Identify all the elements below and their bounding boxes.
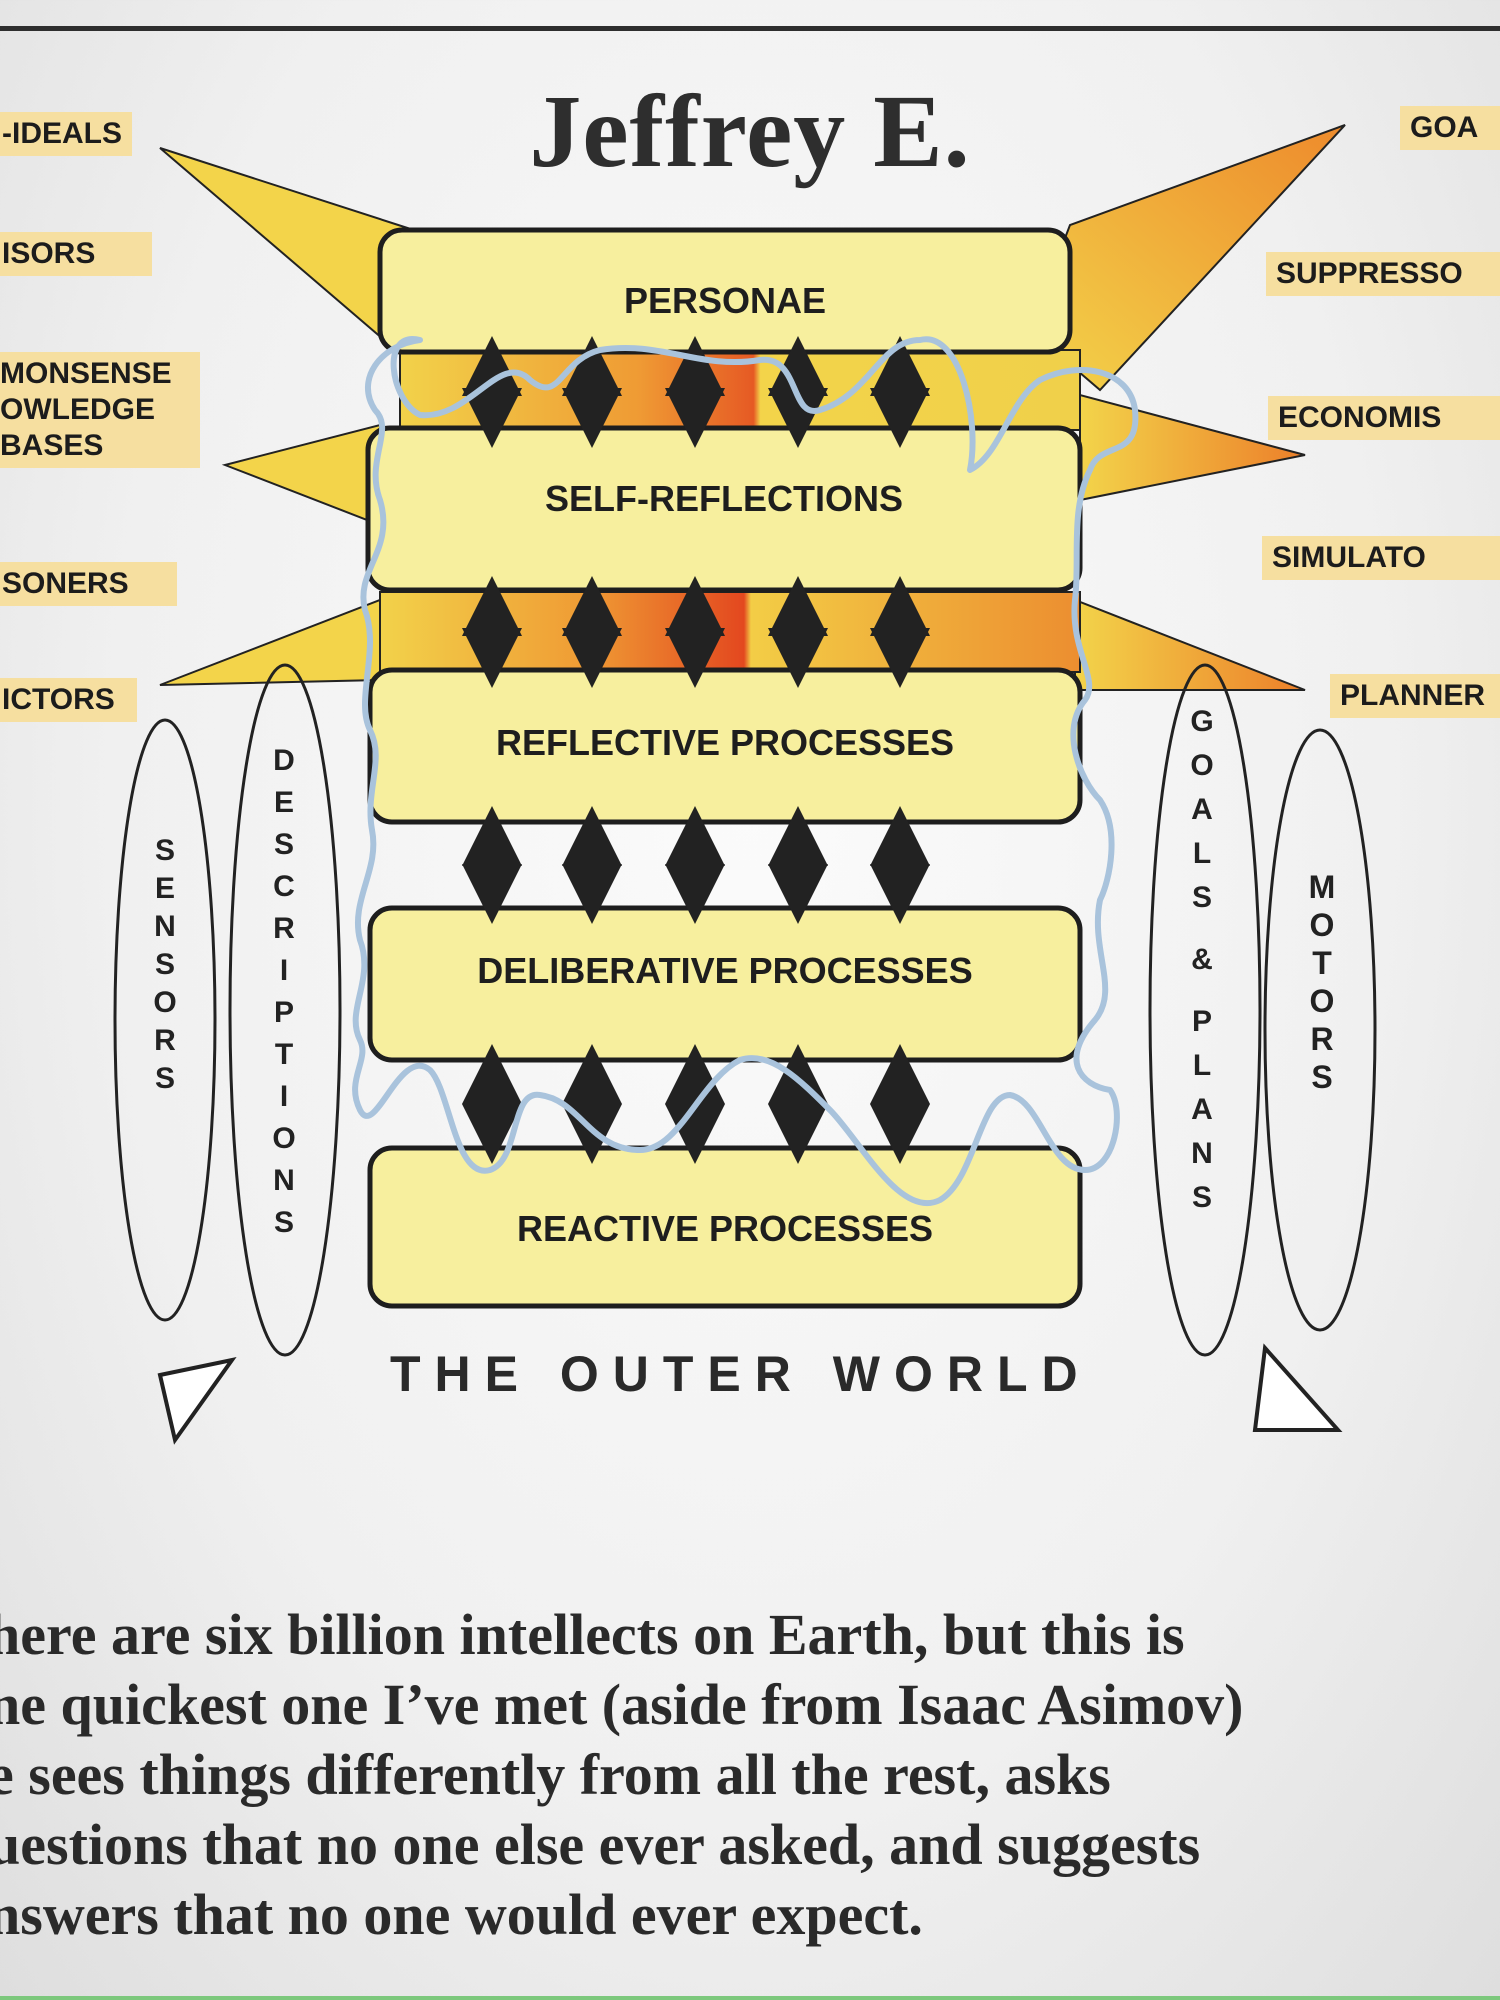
- vertical-letter: T: [274, 1038, 294, 1071]
- vertical-letter: D: [273, 744, 295, 777]
- layer-self-reflections-label: SELF-REFLECTIONS: [545, 478, 903, 519]
- vertical-letter: I: [279, 954, 289, 987]
- band-lower: [379, 591, 1081, 673]
- vertical-letter: S: [1311, 1059, 1333, 1095]
- ellipse-goals-plans: [1148, 663, 1262, 1357]
- vertical-letter: R: [273, 912, 295, 945]
- vertical-letter: &: [1191, 943, 1213, 976]
- top-rule: [0, 26, 1500, 31]
- vertical-letter: O: [153, 986, 177, 1019]
- caption-line: uestions that no one else ever asked, an…: [0, 1812, 1201, 1877]
- label-left-ictors: ICTORS: [0, 678, 137, 722]
- label-right-simulato: SIMULATO: [1262, 536, 1500, 580]
- bottom-border: [0, 1996, 1500, 2000]
- label-left-owledge: OWLEDGE: [0, 392, 200, 428]
- vertical-letter: R: [154, 1024, 176, 1057]
- vertical-letter: E: [273, 786, 294, 819]
- label-left-soners: SONERS: [0, 562, 177, 606]
- triangle-bottom-left: [157, 1357, 237, 1445]
- vertical-letter: E: [154, 872, 175, 905]
- label-left-sors: ISORS: [0, 232, 152, 276]
- vertical-letter: A: [1191, 1093, 1213, 1126]
- vertical-letter: O: [272, 1122, 296, 1155]
- box-reflective: [367, 667, 1083, 825]
- vertical-letter: L: [1192, 1049, 1212, 1082]
- vertical-letter: A: [1191, 793, 1213, 826]
- vertical-letter: T: [1312, 945, 1332, 981]
- vertical-letter: O: [1309, 907, 1335, 943]
- vertical-letter: S: [1191, 1181, 1212, 1214]
- wedge-left-mid: [221, 423, 381, 527]
- vertical-letter: R: [1310, 1021, 1334, 1057]
- layer-reflective-label: REFLECTIVE PROCESSES: [495, 722, 955, 763]
- label-left-bases: BASES: [0, 428, 200, 468]
- vertical-letter: S: [273, 828, 294, 861]
- vertical-letter: N: [1191, 1137, 1213, 1170]
- caption-line: ne quickest one I’ve met (aside from Isa…: [0, 1672, 1244, 1737]
- caption-text: here are six billion intellects on Earth…: [0, 1600, 1500, 1950]
- caption-line: nswers that no one would ever expect.: [0, 1882, 923, 1947]
- caption-line: here are six billion intellects on Earth…: [0, 1602, 1185, 1667]
- vertical-letter: N: [154, 910, 176, 943]
- ellipse-descriptions: [228, 663, 342, 1357]
- vertical-letter: S: [154, 1062, 175, 1095]
- vertical-letter: O: [1190, 749, 1214, 782]
- layer-personae-label: PERSONAE: [623, 280, 827, 321]
- vertical-letter: I: [279, 1080, 289, 1113]
- arrows-row-2: [462, 576, 930, 688]
- page-title: Jeffrey E.: [529, 74, 971, 189]
- vertical-letter: N: [273, 1164, 295, 1197]
- label-right-suppresso: SUPPRESSO: [1266, 252, 1500, 296]
- label-right-planner: PLANNER: [1330, 674, 1500, 718]
- label-left-ideals: -IDEALS: [0, 112, 132, 156]
- arrows-row-3: [462, 806, 930, 924]
- layer-reactive-label: REACTIVE PROCESSES: [516, 1208, 934, 1249]
- label-right-goa: GOA: [1400, 106, 1500, 150]
- triangle-bottom-right: [1252, 1343, 1343, 1432]
- vertical-letter: M: [1308, 869, 1336, 905]
- vertical-letter: P: [1191, 1005, 1212, 1038]
- label-left-monsense: MONSENSE: [0, 352, 200, 392]
- vertical-letter: G: [1190, 705, 1214, 738]
- vertical-letter: S: [1191, 881, 1212, 914]
- vertical-letter: S: [273, 1206, 294, 1239]
- vertical-letter: O: [1309, 983, 1335, 1019]
- vertical-letter: S: [154, 948, 175, 981]
- wedge-left-low: [159, 598, 381, 686]
- box-personae: [377, 227, 1073, 355]
- label-right-economis: ECONOMIS: [1268, 396, 1500, 440]
- vertical-letter: L: [1192, 837, 1212, 870]
- ellipse-sensors: [113, 718, 217, 1322]
- layer-deliberative-label: DELIBERATIVE PROCESSES: [477, 950, 973, 991]
- caption-line: e sees things differently from all the r…: [0, 1742, 1111, 1807]
- box-reactive: [367, 1145, 1083, 1309]
- vertical-letter: C: [273, 870, 295, 903]
- box-deliberative: [367, 905, 1083, 1063]
- vertical-letter: P: [273, 996, 294, 1029]
- scribble-outline: [352, 336, 1139, 1206]
- vertical-letter: S: [154, 834, 175, 867]
- outer-world-label: THE OUTER WORLD: [390, 1346, 1092, 1402]
- ellipse-motors: [1263, 728, 1377, 1332]
